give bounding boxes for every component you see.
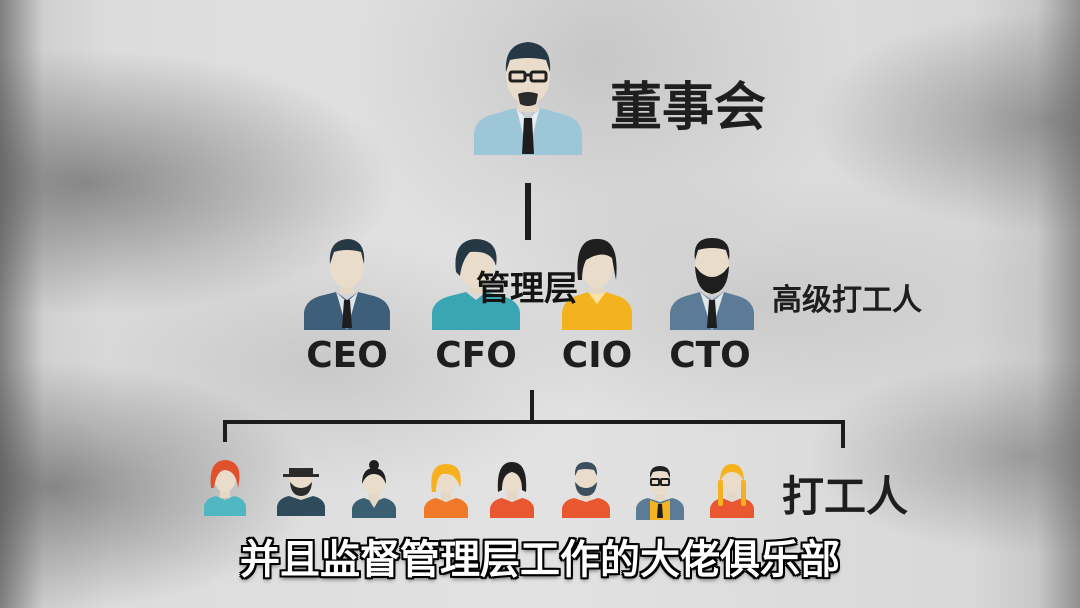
executive-woman-icon (432, 236, 520, 330)
businessman-glasses-icon (472, 38, 584, 155)
role-cfo-label: CFO (435, 335, 517, 376)
worker-bearded-man-icon (562, 460, 610, 518)
executive-woman-icon (562, 236, 632, 330)
connector-management-to-branch (530, 390, 534, 422)
connector-board-to-management (525, 183, 531, 240)
senior-workers-label: 高级打工人 (772, 283, 922, 318)
subtitle-caption: 并且监督管理层工作的大佬俱乐部 (240, 537, 840, 583)
worker-redhead-woman-icon (204, 458, 246, 516)
connector-branch-horizontal (223, 420, 845, 424)
worker-bob-woman-icon (490, 460, 534, 518)
executive-man-icon (304, 236, 390, 330)
worker-bun-woman-icon (352, 460, 396, 518)
worker-blonde-woman-icon (424, 462, 468, 518)
executive-bearded-man-icon (670, 236, 754, 330)
workers-label: 打工人 (782, 472, 909, 521)
role-ceo-label: CEO (306, 335, 388, 376)
worker-braids-woman-icon (710, 462, 754, 518)
management-overlay-label: 管理层 (476, 269, 578, 309)
worker-glasses-man-icon (636, 464, 684, 520)
role-cto-label: CTO (669, 335, 751, 376)
connector-branch-right-drop (841, 420, 845, 448)
role-cio-label: CIO (561, 335, 633, 376)
worker-hat-bearded-man-icon (277, 460, 325, 516)
board-label: 董事会 (610, 78, 767, 138)
connector-branch-left-drop (223, 420, 227, 442)
